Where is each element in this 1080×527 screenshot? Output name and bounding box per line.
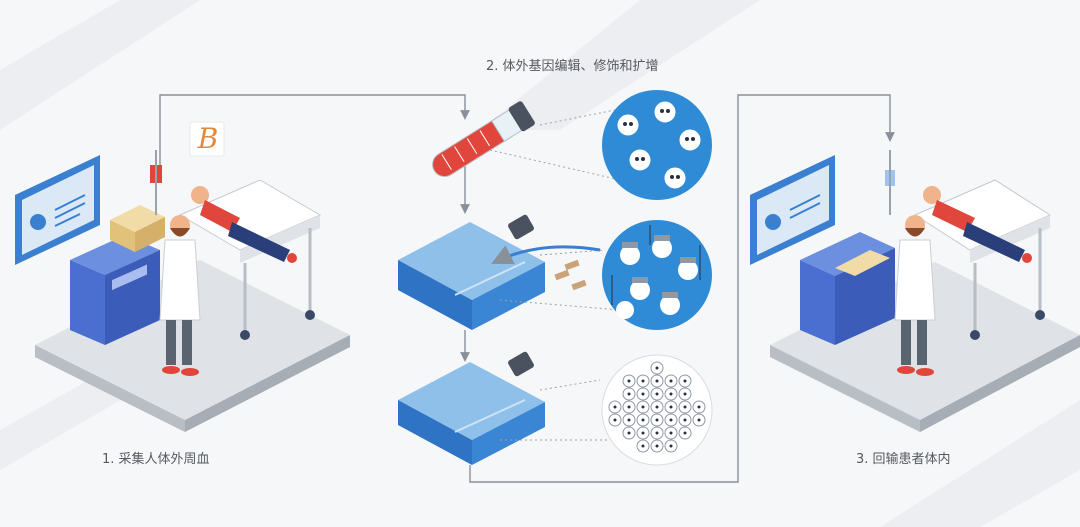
flow-lines bbox=[159, 94, 895, 483]
patient-left bbox=[191, 186, 297, 263]
cabinet-right bbox=[800, 232, 895, 345]
cell-eye bbox=[655, 392, 659, 396]
cell-eye bbox=[655, 379, 659, 383]
flow-line-flask2-to-return bbox=[469, 94, 895, 483]
cell-eye bbox=[697, 405, 701, 409]
step1-label: 1. 采集人体外周血 bbox=[102, 452, 210, 467]
step3-label: 3. 回输患者体内 bbox=[856, 452, 951, 467]
culture-flask-2 bbox=[398, 351, 545, 465]
step2-label: 2. 体外基因编辑、修饰和扩增 bbox=[486, 59, 659, 74]
blood-tube bbox=[432, 101, 535, 177]
cell-eye bbox=[627, 379, 631, 383]
cell-eye bbox=[641, 379, 645, 383]
cell-eye bbox=[683, 405, 687, 409]
monitor-left bbox=[15, 155, 100, 265]
cell-eye bbox=[655, 418, 659, 422]
cell-eye bbox=[613, 418, 617, 422]
cell-eye bbox=[655, 366, 659, 370]
cell-eye bbox=[683, 431, 687, 435]
cell-eye bbox=[683, 379, 687, 383]
patient-right bbox=[923, 186, 1032, 263]
gene-insertion-arrow bbox=[491, 245, 601, 265]
zoom-circle-expanded-cells bbox=[601, 354, 713, 466]
doctor-right bbox=[894, 215, 936, 376]
cell-eye bbox=[683, 418, 687, 422]
culture-flask-1 bbox=[398, 214, 545, 330]
cell-eye bbox=[655, 431, 659, 435]
cell-eye bbox=[613, 405, 617, 409]
vector-particles bbox=[554, 259, 587, 291]
zoom-guides bbox=[489, 109, 621, 441]
cabinet-left bbox=[70, 235, 160, 345]
logo-badge bbox=[189, 121, 225, 157]
doctor-left bbox=[159, 215, 201, 376]
cell-eye bbox=[669, 431, 673, 435]
infusion-scene bbox=[750, 150, 1080, 432]
cell-eye bbox=[627, 405, 631, 409]
flow-line-collect-to-tube bbox=[159, 94, 470, 175]
zoom-circle-engineered-cells bbox=[602, 220, 712, 330]
collection-scene bbox=[15, 121, 350, 432]
logo-letter: B bbox=[197, 122, 219, 155]
monitor-right bbox=[750, 155, 835, 265]
cell-eye bbox=[627, 392, 631, 396]
cell-eye bbox=[641, 405, 645, 409]
cell-eye bbox=[641, 431, 645, 435]
cell-eye bbox=[669, 405, 673, 409]
cell-eye bbox=[697, 418, 701, 422]
cell-eye bbox=[627, 418, 631, 422]
cell-eye bbox=[669, 392, 673, 396]
cell-eye bbox=[683, 392, 687, 396]
platform-left bbox=[35, 260, 350, 420]
zoom-circle-t-cells bbox=[602, 90, 712, 200]
cell-eye bbox=[655, 405, 659, 409]
cell-eye bbox=[655, 444, 659, 448]
expanded-cell-cluster bbox=[608, 361, 706, 453]
cell-eye bbox=[641, 418, 645, 422]
cell-eye bbox=[627, 431, 631, 435]
cell-eye bbox=[641, 392, 645, 396]
cell-eye bbox=[669, 418, 673, 422]
cell-eye bbox=[669, 379, 673, 383]
cell-eye bbox=[669, 444, 673, 448]
cell-eye bbox=[641, 444, 645, 448]
